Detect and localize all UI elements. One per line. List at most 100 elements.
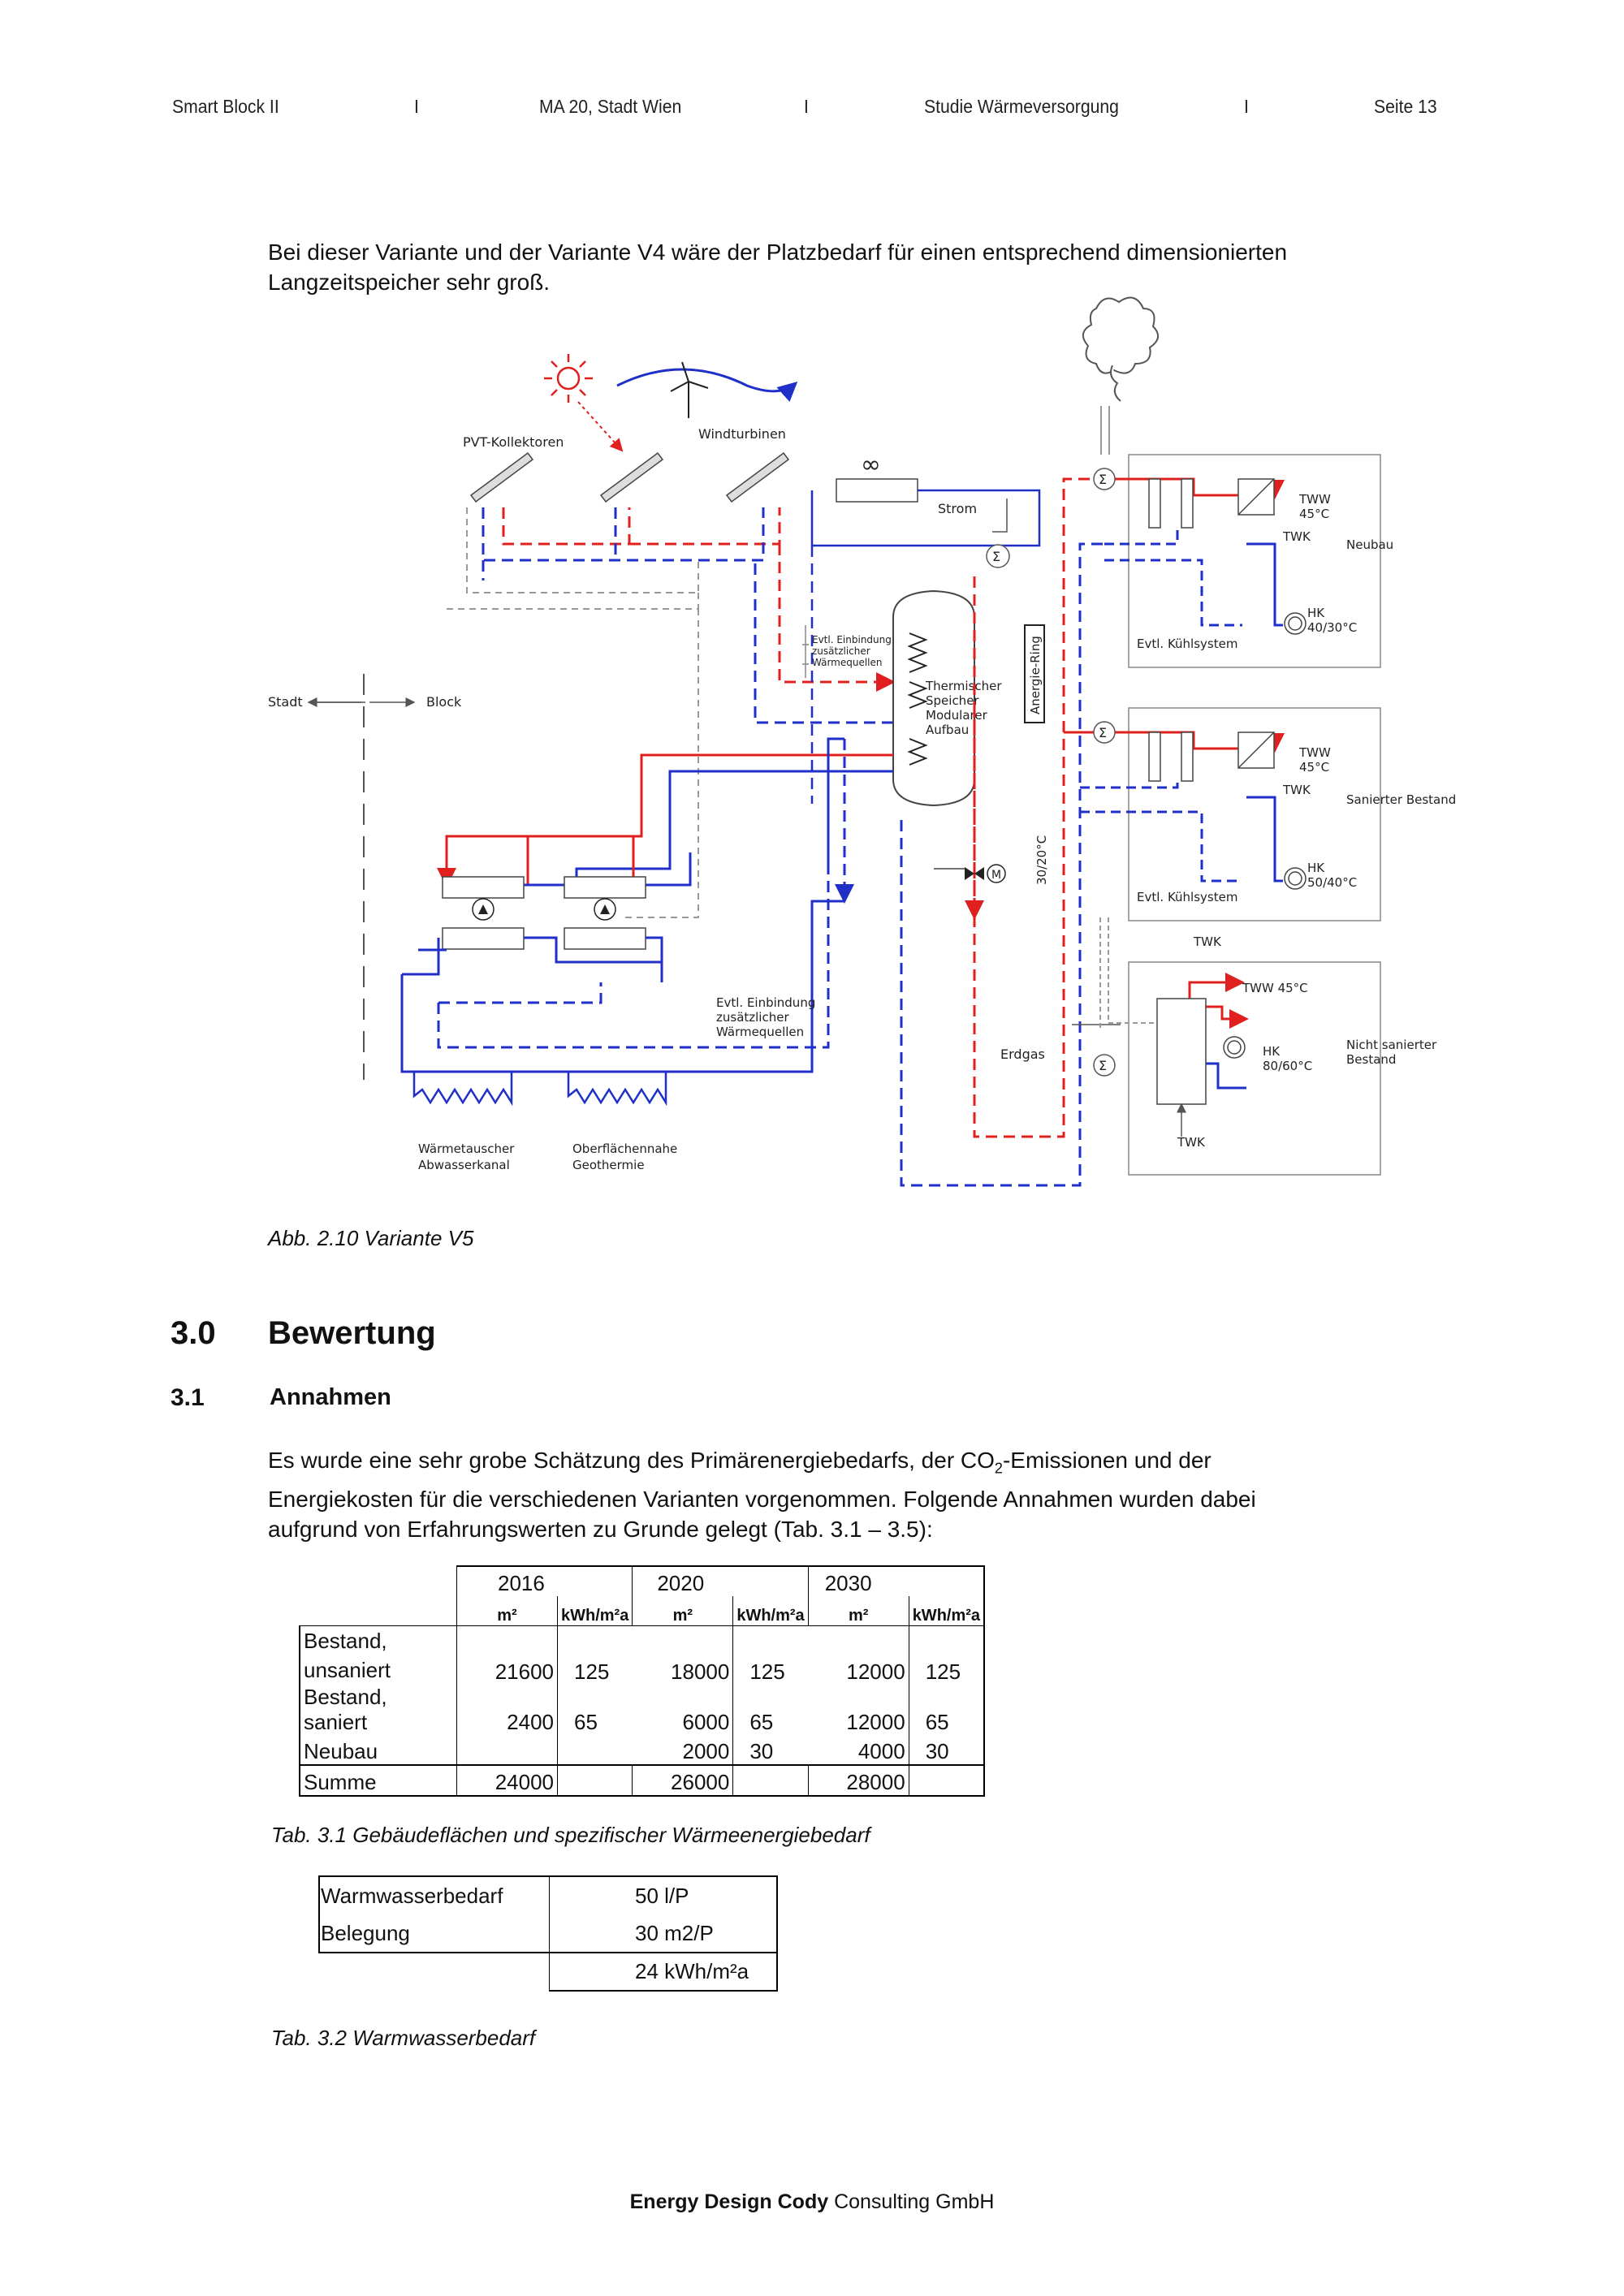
label-nicht-saniert: Nicht sanierter	[1346, 1038, 1437, 1052]
section-title: Bewertung	[268, 1315, 436, 1351]
table-cell: 2000	[632, 1735, 734, 1766]
table-cell: 12000	[808, 1685, 909, 1735]
anergie-ring-box	[1024, 624, 1045, 723]
label-block: Block	[426, 694, 462, 710]
footer-company-bold: Energy Design Cody	[629, 2190, 829, 2213]
building-equipment	[1148, 732, 1307, 890]
label-evtl-bottom: zusätzlicher	[716, 1010, 789, 1025]
building-nicht-saniert	[1128, 961, 1381, 1176]
label-pvt-collectors: PVT-Kollektoren	[463, 434, 564, 450]
header-separator: I	[414, 96, 419, 117]
year-header: 2030	[808, 1565, 986, 1596]
hot-water-table: Warmwasserbedarf 50 l/P Belegung 30 m2/P…	[318, 1875, 778, 1992]
label-nicht-saniert: Bestand	[1346, 1052, 1396, 1067]
label-hk: HK	[1263, 1044, 1281, 1059]
year-header: 2020	[632, 1565, 809, 1596]
table-cell: 21600	[456, 1625, 558, 1685]
heat-exchanger	[442, 876, 646, 950]
row-label	[319, 1953, 550, 1991]
label-wind-turbines: Windturbinen	[698, 426, 786, 442]
label-geothermal: Geothermie	[572, 1158, 645, 1172]
generator-box	[836, 478, 918, 503]
table-cell	[909, 1765, 986, 1797]
row-label: Summe	[299, 1765, 457, 1797]
unit-spec: kWh/m²a	[557, 1596, 633, 1626]
paragraph-line: Energiekosten für die verschiedenen Vari…	[268, 1486, 1256, 1512]
section-number: 3.0	[171, 1315, 216, 1351]
table-cell: 28000	[808, 1765, 909, 1797]
label-hk-temp: 50/40°C	[1307, 875, 1357, 890]
header-separator: I	[804, 96, 809, 117]
header-separator: I	[1244, 96, 1249, 117]
table-cell: 4000	[808, 1735, 909, 1766]
table-cell: 65	[909, 1685, 986, 1735]
table-caption: Tab. 3.2 Warmwasserbedarf	[271, 2026, 536, 2050]
year-header: 2016	[456, 1565, 633, 1596]
table-cell: 125	[574, 1659, 610, 1684]
label-storage: Aufbau	[926, 723, 969, 737]
label-hk-temp: 80/60°C	[1263, 1059, 1312, 1073]
unit-area: m²	[632, 1596, 734, 1626]
label-geothermal: Oberflächennahe	[572, 1142, 677, 1156]
label-storage: Modularer	[926, 708, 988, 723]
wind-turbine-icon	[670, 361, 709, 418]
building-equipment	[1148, 478, 1307, 635]
table-row: 24 kWh/m²a	[319, 1953, 778, 1992]
subsection-title: Annahmen	[270, 1384, 391, 1410]
sum-icon	[1093, 468, 1116, 490]
table-cell	[557, 1765, 633, 1797]
label-twk: TWK	[1177, 1135, 1206, 1150]
infinity-symbol: ∞	[861, 451, 881, 479]
table-cell: 26000	[632, 1765, 734, 1797]
sum-icon	[1093, 1054, 1116, 1077]
building-area-table: 2016 2020 2030 m² kWh/m²a m² kWh/m²a m² …	[299, 1565, 986, 1797]
motor-valve-icon	[965, 864, 1006, 883]
paragraph-line: Es wurde eine sehr grobe Schätzung des P…	[268, 1445, 1256, 1484]
table-caption: Tab. 3.1 Gebäudeflächen und spezifischer…	[271, 1823, 870, 1847]
table-cell: 24 kWh/m²a	[549, 1953, 778, 1992]
label-storage: Thermischer	[925, 679, 1002, 693]
paragraph-text: Es wurde eine sehr grobe Schätzung des P…	[268, 1448, 995, 1473]
label-evtl-top: Evtl. Einbindung	[812, 634, 892, 645]
table-cell	[456, 1735, 558, 1766]
label-cooling: Evtl. Kühlsystem	[1137, 637, 1237, 651]
table-cell: 6000	[632, 1685, 734, 1735]
row-label: Belegung	[318, 1914, 550, 1953]
label-ring-temp: 30/20°C	[1034, 835, 1049, 885]
label-neubau: Neubau	[1346, 537, 1393, 552]
sum-symbol: Σ	[992, 549, 1000, 564]
label-twk: TWK	[1282, 783, 1311, 797]
row-label: Bestand,	[304, 1629, 387, 1653]
sum-symbol: Σ	[1099, 1058, 1107, 1073]
header-page-number: Seite 13	[1374, 96, 1437, 117]
table-cell: 2400	[456, 1685, 558, 1735]
label-strom: Strom	[938, 501, 977, 516]
label-evtl-top: zusätzlicher	[812, 645, 870, 657]
table-row: Bestand, saniert 2400 65 6000 65 12000 6…	[299, 1685, 986, 1735]
label-evtl-top: Wärmequellen	[812, 657, 883, 668]
motor-label: M	[991, 869, 1001, 882]
table-header-row: 2016 2020 2030	[300, 1565, 986, 1596]
subsection-number: 3.1	[171, 1384, 205, 1411]
smoke-icon	[1082, 296, 1159, 402]
intro-paragraph: Bei dieser Variante und der Variante V4 …	[268, 237, 1287, 297]
label-wastewater-exchanger: Abwasserkanal	[418, 1158, 510, 1172]
unit-spec: kWh/m²a	[909, 1596, 986, 1626]
label-evtl-bottom: Wärmequellen	[716, 1025, 804, 1039]
subscript: 2	[994, 1460, 1003, 1477]
table-cell: 12000	[808, 1625, 909, 1685]
label-tww-full: TWW 45°C	[1242, 981, 1308, 995]
row-label: Neubau	[299, 1735, 457, 1766]
table-cell: 50 l/P	[549, 1875, 778, 1914]
label-hk: HK	[1307, 861, 1325, 875]
unit-spec: kWh/m²a	[732, 1596, 809, 1626]
pump-icon	[472, 898, 616, 921]
label-erdgas: Erdgas	[1000, 1047, 1045, 1062]
label-twk: TWK	[1193, 934, 1222, 949]
boiler-icon	[1156, 998, 1207, 1105]
sum-symbol: Σ	[1099, 725, 1107, 740]
label-anergie-ring: Anergie-Ring	[1028, 636, 1043, 714]
header-study: Studie Wärmeversorgung	[924, 96, 1119, 117]
sun-icon	[544, 354, 593, 403]
label-wastewater-exchanger: Wärmetauscher	[418, 1142, 515, 1156]
